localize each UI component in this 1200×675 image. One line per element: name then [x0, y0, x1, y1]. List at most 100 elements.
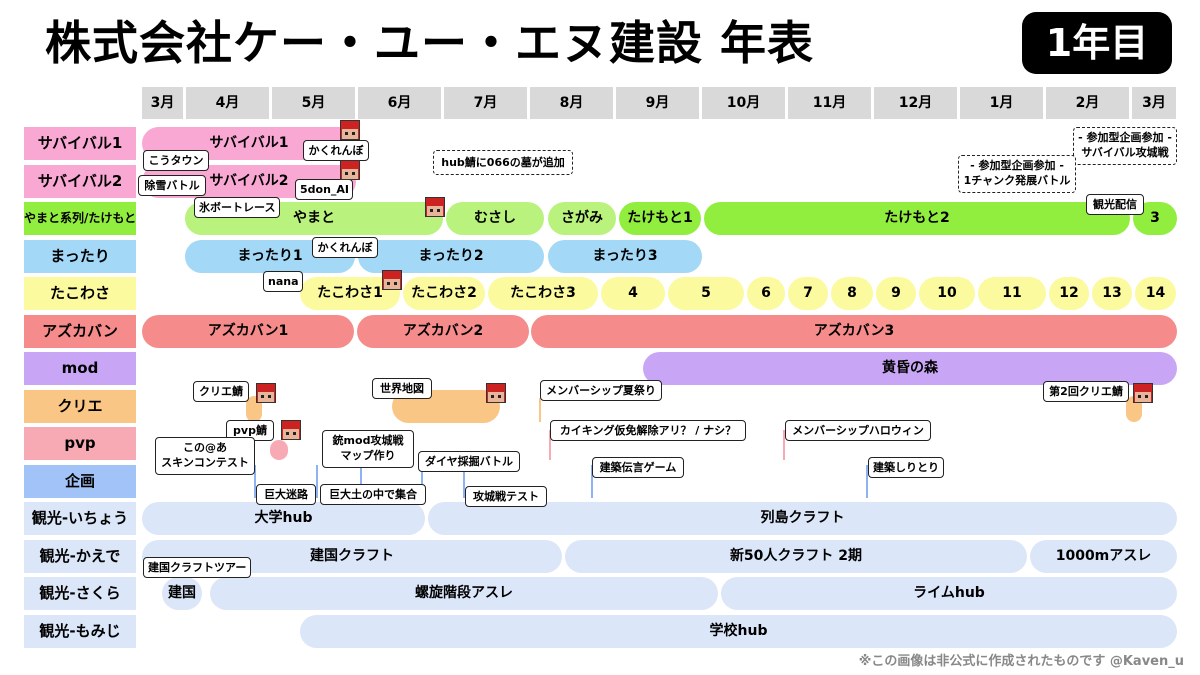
tag-nana: nana	[263, 271, 303, 292]
tick-pvp	[549, 430, 551, 460]
row-label-tako: たこわさ	[24, 277, 136, 310]
bar-gakkou-hub: 学校hub	[300, 615, 1177, 648]
tag-josetsu: 除雪バトル	[138, 175, 206, 196]
row-label-survival2: サバイバル2	[24, 165, 136, 198]
character-face-icon	[281, 420, 301, 440]
character-face-icon	[382, 270, 402, 290]
tag-member-summer: メンバーシップ夏祭り	[540, 380, 662, 401]
tick-kikaku	[316, 465, 318, 498]
tag-5don: 5don_AI	[295, 179, 353, 200]
month-cell: 7月	[444, 87, 527, 119]
bar-tako: 14	[1135, 277, 1176, 310]
month-cell: 9月	[616, 87, 699, 119]
row-label-mattari: まったり	[24, 240, 136, 273]
tag-kyodai-meiro: 巨大迷路	[256, 484, 316, 505]
row-label-azkaban: アズカバン	[24, 315, 136, 348]
bar-azkaban2: アズカバン2	[357, 315, 529, 348]
tag-sanka-chunk-line1: - 参加型企画参加 -	[970, 159, 1064, 172]
tag-sekai-chizu: 世界地図	[372, 378, 432, 399]
bar-tako: 11	[978, 277, 1046, 310]
tag-dai2-kurie: 第2回クリエ鯖	[1043, 381, 1129, 402]
tag-hub-saba: hub鯖に066の墓が追加	[433, 150, 573, 175]
bar-tako: たこわさ2	[403, 277, 485, 310]
bar-rettou: 列島クラフト	[428, 502, 1177, 535]
tag-kenchiku-shiritori: 建築しりとり	[868, 457, 944, 478]
year-badge: 1年目	[1022, 12, 1172, 74]
tick-kikaku	[421, 465, 423, 498]
tag-kyodai-tsuchi: 巨大土の中で集合	[320, 484, 426, 505]
tag-sanka-kojo-line2: サバイバル攻城戦	[1081, 146, 1169, 159]
tag-kakurenbo: かくれんぼ	[312, 237, 378, 258]
tick-kikaku	[463, 465, 465, 498]
bar-tako: 12	[1049, 277, 1089, 310]
row-label-kurie: クリエ	[24, 390, 136, 423]
tag-kaiking: カイキング仮免解除アリ？ / ナシ？	[550, 420, 746, 441]
month-cell: 11月	[788, 87, 871, 119]
bar-takemoto1: たけもと1	[619, 202, 701, 235]
month-cell: 5月	[272, 87, 355, 119]
character-face-icon	[340, 120, 360, 140]
month-cell: 2月	[1046, 87, 1129, 119]
bar-tako: 5	[668, 277, 744, 310]
bar-tako: 4	[601, 277, 665, 310]
tag-sanka-chunk-line2: 1チャンク発展バトル	[963, 174, 1071, 187]
tag-mod-koujou-line1: 銃mod攻城戦	[332, 434, 404, 447]
tag-mod-koujou: 銃mod攻城戦 マップ作り	[322, 430, 414, 468]
tick-kikaku	[591, 465, 593, 498]
tag-skin-contest-line2: スキンコンテスト	[161, 456, 249, 469]
month-cell: 8月	[530, 87, 613, 119]
row-label-kanko-momiji: 観光-もみじ	[24, 615, 136, 648]
row-label-mod: mod	[24, 352, 136, 385]
bar-musashi: むさし	[446, 202, 544, 235]
tag-korataun: こうタウン	[143, 150, 209, 171]
bar-shin50: 新50人クラフト 2期	[565, 540, 1027, 573]
footer-note: ※この画像は非公式に作成されたものです @Kaven_u	[858, 654, 1184, 669]
character-face-icon	[256, 383, 276, 403]
bar-tako: 6	[747, 277, 785, 310]
month-cell: 4月	[186, 87, 269, 119]
tag-skin-contest-line1: この@あ	[183, 441, 227, 454]
bar-asure1000: 1000mアスレ	[1030, 540, 1177, 573]
row-label-kanko-sakura: 観光-さくら	[24, 577, 136, 610]
month-cell: 6月	[358, 87, 441, 119]
row-label-pvp: pvp	[24, 427, 136, 460]
tag-member-halloween: メンバーシップハロウィン	[785, 420, 931, 441]
bar-mod-forest: 黄昏の森	[643, 352, 1177, 385]
row-label-kikaku: 企画	[24, 465, 136, 498]
character-face-icon	[1133, 383, 1153, 403]
character-face-icon	[340, 160, 360, 180]
tag-sanka-kojo-line1: - 参加型企画参加 -	[1078, 131, 1172, 144]
tag-koujousen-test: 攻城戦テスト	[465, 486, 547, 507]
month-cell: 12月	[874, 87, 957, 119]
tag-diamond: ダイヤ採掘バトル	[418, 451, 520, 472]
row-label-yamato: やまと系列/たけもと	[24, 202, 136, 235]
bar-azkaban3: アズカバン3	[531, 315, 1177, 348]
month-cell: 10月	[702, 87, 785, 119]
bar-rasen: 螺旋階段アスレ	[210, 577, 718, 610]
bar-tako: 10	[919, 277, 975, 310]
tick-kurie	[539, 398, 541, 422]
tag-mod-koujou-line2: マップ作り	[340, 449, 396, 462]
bar-takemoto2: たけもと2	[704, 202, 1130, 235]
bar-mattari2: まったり2	[358, 240, 544, 273]
tag-kenkoku-tour: 建国クラフトツアー	[143, 557, 251, 578]
character-face-icon	[425, 197, 445, 217]
tag-kenchiku-dengon: 建築伝言ゲーム	[592, 457, 684, 478]
bar-tako: 13	[1092, 277, 1132, 310]
page-title: 株式会社ケー・ユー・エヌ建設 年表	[45, 16, 815, 70]
bar-tako: 9	[876, 277, 916, 310]
row-label-survival1: サバイバル1	[24, 127, 136, 160]
bar-tako: 7	[788, 277, 828, 310]
bar-kenkoku: 建国	[162, 577, 202, 610]
month-cell: 1月	[960, 87, 1043, 119]
tag-kurie-saba: クリエ鯖	[193, 381, 249, 402]
bar-tako: 8	[831, 277, 873, 310]
tag-sanka-chunk: - 参加型企画参加 - 1チャンク発展バトル	[958, 155, 1076, 193]
tick-kikaku	[360, 465, 362, 498]
tag-kanko-haishin: 観光配信	[1086, 194, 1144, 215]
month-cell: 3月	[142, 87, 183, 119]
tag-skin-contest: この@あ スキンコンテスト	[155, 437, 255, 475]
row-label-kanko-icho: 観光-いちょう	[24, 502, 136, 535]
row-label-kanko-kaede: 観光-かえで	[24, 540, 136, 573]
month-cell: 3月	[1132, 87, 1176, 119]
